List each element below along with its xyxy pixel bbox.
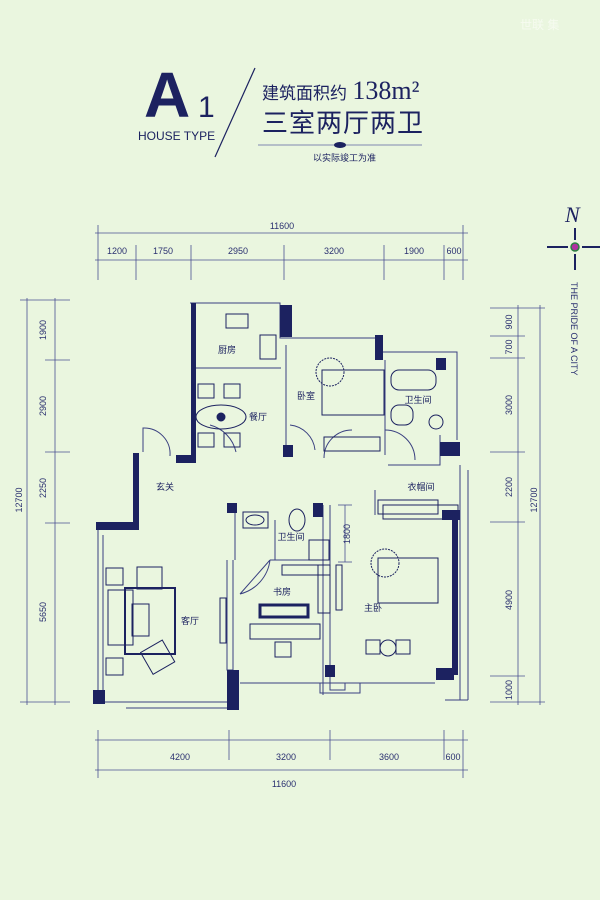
room-bath-1: 卫生间 xyxy=(404,394,431,406)
dim-right-total: 12700 xyxy=(529,487,539,512)
dim-inner: 1800 xyxy=(342,524,352,544)
room-kitchen: 厨房 xyxy=(218,344,236,356)
house-type-label: HOUSE TYPE xyxy=(138,129,216,143)
furniture xyxy=(105,313,459,676)
wardrobe-icon xyxy=(323,436,381,452)
stove-icon xyxy=(259,334,277,360)
desk-icon xyxy=(249,623,321,640)
room-master: 主卧 xyxy=(364,602,382,614)
dim-bottom-total: 11600 xyxy=(272,779,296,789)
room-foyer: 玄关 xyxy=(156,481,174,493)
compass-icon: N xyxy=(547,202,600,270)
dim-bottom: 3200 xyxy=(276,752,296,762)
room-dining: 餐厅 xyxy=(249,411,267,423)
bed-icon xyxy=(377,557,439,604)
area-label: 建筑面积约 xyxy=(262,84,347,104)
dimension-labels: 11600 1200 1750 2950 3200 1900 600 4200 … xyxy=(14,221,539,789)
compass-tagline: THE PRIDE OF A CITY xyxy=(569,282,579,376)
disclaimer-note: 以实际竣工为准 xyxy=(313,153,377,163)
room-bath-2: 卫生间 xyxy=(277,531,304,543)
dim-top: 1900 xyxy=(404,246,424,256)
room-living: 客厅 xyxy=(181,615,199,627)
dim-top-total: 11600 xyxy=(270,221,294,231)
dining-table-icon xyxy=(195,404,247,430)
dim-bottom: 600 xyxy=(445,752,460,762)
dim-top: 600 xyxy=(446,246,461,256)
dim-left: 1900 xyxy=(38,320,48,340)
house-type-letter: A xyxy=(144,59,191,131)
dim-right: 900 xyxy=(504,314,514,329)
thick-walls xyxy=(93,303,460,710)
room-closet: 衣帽间 xyxy=(407,481,434,493)
dim-left: 2900 xyxy=(38,396,48,416)
dim-top: 1750 xyxy=(153,246,173,256)
dimension-lines xyxy=(20,225,545,778)
dim-right: 3000 xyxy=(504,395,514,415)
watermark: 世联 集 xyxy=(520,18,560,32)
dim-bottom: 3600 xyxy=(379,752,399,762)
dim-top: 2950 xyxy=(228,246,248,256)
header-slash xyxy=(214,67,256,158)
washbasin-icon xyxy=(245,514,265,526)
washbasin-icon xyxy=(428,414,444,430)
house-type-number: 1 xyxy=(198,91,215,124)
round-table-icon xyxy=(379,639,397,657)
dim-top: 3200 xyxy=(324,246,344,256)
sink-icon xyxy=(225,313,249,329)
room-study: 书房 xyxy=(273,586,291,598)
dim-bottom: 4200 xyxy=(170,752,190,762)
ornament-icon xyxy=(334,142,346,148)
dim-left: 2250 xyxy=(38,478,48,498)
sofa-icon xyxy=(107,589,134,646)
layout-text: 三室两厅两卫 xyxy=(262,109,425,139)
area-value: 138m² xyxy=(352,76,420,105)
bed-icon xyxy=(321,369,385,416)
dim-left-total: 12700 xyxy=(14,487,24,512)
area-text: 建筑面积约 138m² xyxy=(262,77,419,105)
toilet-icon xyxy=(390,404,414,426)
dim-top: 1200 xyxy=(107,246,127,256)
north-label: N xyxy=(564,202,581,227)
dim-right: 1000 xyxy=(504,680,514,700)
dim-right: 4900 xyxy=(504,590,514,610)
bathtub-icon xyxy=(390,369,437,391)
dim-left: 5650 xyxy=(38,602,48,622)
room-labels: 厨房 餐厅 卧室 卫生间 玄关 衣帽间 卫生间 书房 主卧 客厅 xyxy=(156,344,435,627)
dim-right: 700 xyxy=(504,339,514,354)
dim-right: 2200 xyxy=(504,477,514,497)
room-bedroom: 卧室 xyxy=(297,390,315,402)
wardrobe-icon xyxy=(382,504,459,520)
toilet-icon xyxy=(288,508,306,532)
